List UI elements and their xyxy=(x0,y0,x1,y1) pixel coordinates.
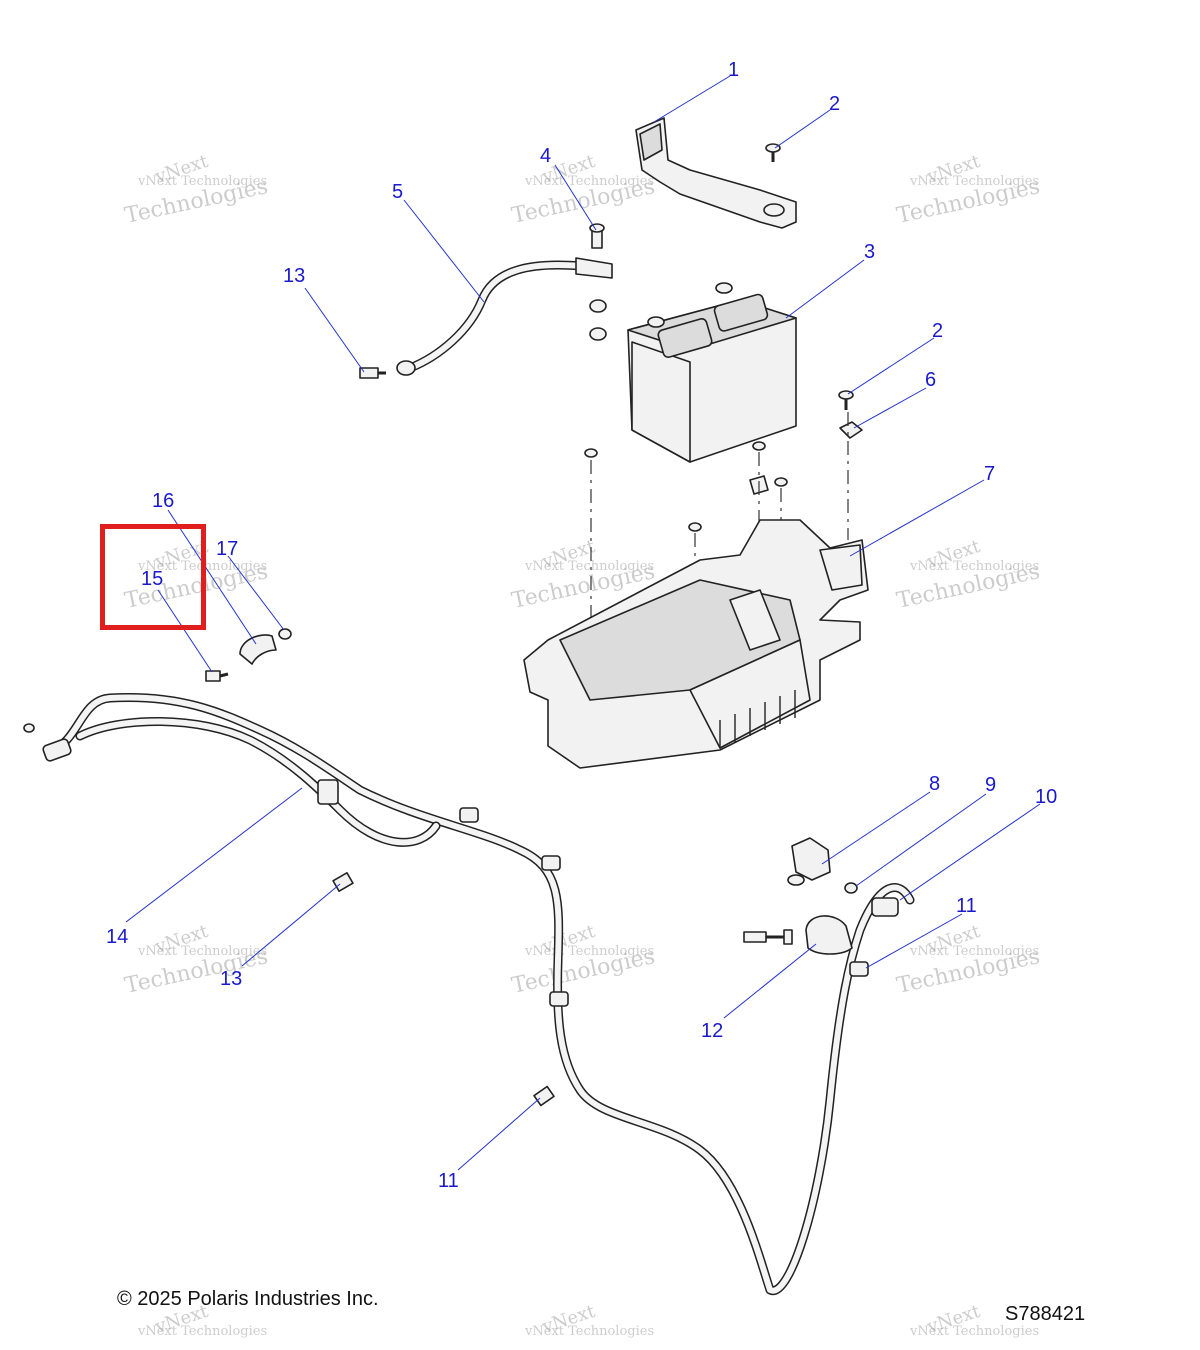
callout-13: 13 xyxy=(283,265,305,287)
callout-4: 4 xyxy=(540,145,551,167)
battery-cable xyxy=(396,257,613,376)
leader-lines xyxy=(125,75,1041,1171)
callout-numbers: 1 2 4 5 13 3 2 6 7 16 17 15 8 9 10 11 14… xyxy=(106,59,1057,1192)
watermark: vNext vNext Technologies Technologies xyxy=(510,921,658,999)
highlight-box xyxy=(100,524,206,630)
nut xyxy=(278,628,292,640)
svg-text:vNext Technologies: vNext Technologies xyxy=(137,174,267,189)
svg-text:vNext Technologies: vNext Technologies xyxy=(909,559,1039,574)
cable-clamp xyxy=(239,634,277,665)
callout-5: 5 xyxy=(392,181,403,203)
callout-14: 14 xyxy=(106,926,128,948)
callout-2: 2 xyxy=(932,320,943,342)
harness-clip xyxy=(533,1085,555,1107)
watermark: vNext vNext Technologies xyxy=(524,1301,654,1339)
nut xyxy=(844,882,858,894)
svg-text:vNext Technologies: vNext Technologies xyxy=(909,1324,1039,1339)
svg-text:vNext Technologies: vNext Technologies xyxy=(909,944,1039,959)
watermark: vNext vNext Technologies Technologies xyxy=(123,921,271,999)
watermark: vNext vNext Technologies Technologies xyxy=(895,921,1043,999)
svg-text:vNext Technologies: vNext Technologies xyxy=(137,1324,267,1339)
callout-13: 13 xyxy=(220,968,242,990)
watermark: vNext vNext Technologies Technologies xyxy=(895,536,1043,614)
terminal-boot xyxy=(743,915,853,955)
svg-text:vNext Technologies: vNext Technologies xyxy=(524,559,654,574)
callout-15: 15 xyxy=(141,568,163,590)
copyright-text: © 2025 Polaris Industries Inc. xyxy=(117,1288,379,1310)
battery xyxy=(627,282,797,463)
callout-16: 16 xyxy=(152,490,174,512)
callout-8: 8 xyxy=(929,773,940,795)
callout-11: 11 xyxy=(438,1170,459,1192)
hold-down-bracket xyxy=(635,117,797,229)
bolt xyxy=(205,670,229,682)
watermark: vNext vNext Technologies Technologies xyxy=(895,151,1043,229)
terminal-bolt xyxy=(589,223,607,341)
relay xyxy=(787,837,831,886)
svg-text:vNext Technologies: vNext Technologies xyxy=(137,944,267,959)
callout-6: 6 xyxy=(925,369,936,391)
svg-text:vNext Technologies: vNext Technologies xyxy=(909,174,1039,189)
battery-clip xyxy=(839,421,863,439)
svg-text:vNext Technologies: vNext Technologies xyxy=(524,1324,654,1339)
screw xyxy=(838,390,854,410)
battery-tray xyxy=(523,519,869,769)
callout-11: 11 xyxy=(956,895,977,917)
callout-12: 12 xyxy=(701,1020,723,1042)
callout-9: 9 xyxy=(985,774,996,796)
callout-3: 3 xyxy=(864,241,875,263)
bolt xyxy=(332,872,354,892)
wire-harness xyxy=(23,692,915,1296)
diagram-id: S788421 xyxy=(1005,1303,1086,1325)
watermark: vNext vNext Technologies Technologies xyxy=(123,151,271,229)
svg-text:vNext Technologies: vNext Technologies xyxy=(524,174,654,189)
callout-17: 17 xyxy=(216,538,238,560)
screw xyxy=(765,143,781,162)
callout-10: 10 xyxy=(1035,786,1057,808)
bolt xyxy=(359,367,386,379)
callout-2: 2 xyxy=(829,93,840,115)
callout-1: 1 xyxy=(728,59,739,81)
watermark: vNext vNext Technologies Technologies xyxy=(510,151,658,229)
callout-7: 7 xyxy=(984,463,995,485)
